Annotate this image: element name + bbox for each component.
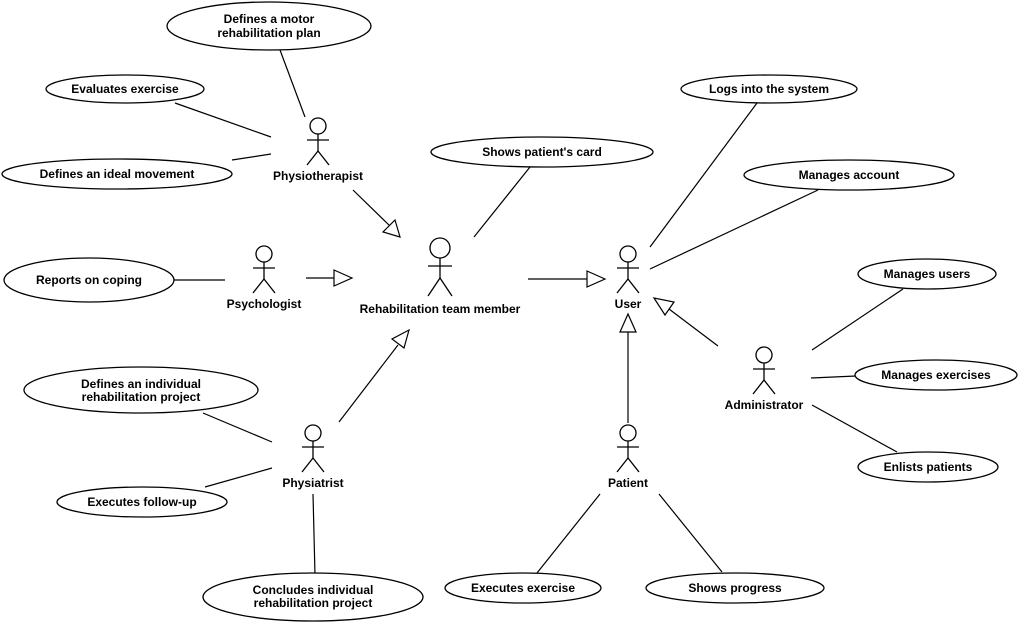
actor-physiotherapist-label: Physiotherapist (273, 169, 363, 183)
use-case-motor-plan[interactable]: Defines a motor rehabilitation plan (166, 1, 372, 51)
use-case-logs-in-label: Logs into the system (709, 82, 829, 96)
assoc-physiotherapist-motor-plan (279, 49, 306, 118)
use-case-patient-card[interactable]: Shows patient's card (430, 136, 654, 168)
use-case-concludes-project[interactable]: Concludes individual rehabilitation proj… (202, 572, 424, 622)
assoc-administrator-manages-users (811, 288, 904, 351)
use-case-shows-progress-label: Shows progress (688, 581, 782, 595)
use-case-manages-account-label: Manages account (799, 168, 900, 182)
use-case-motor-plan-label-line2: rehabilitation plan (217, 26, 320, 40)
actor-psychologist-label: Psychologist (227, 297, 302, 311)
stick-figure-icon (306, 117, 330, 166)
use-case-executes-exercise[interactable]: Executes exercise (444, 572, 602, 604)
generalization-patient-to-user (619, 312, 637, 423)
assoc-physiatrist-follow-up (204, 467, 273, 488)
use-case-concludes-project-label-line1: Concludes individual (253, 583, 374, 597)
use-case-individual-project-label-line1: Defines an individual (81, 377, 201, 391)
generalization-administrator-to-user (652, 297, 719, 347)
use-case-motor-plan-label-line1: Defines a motor (224, 12, 315, 26)
use-case-follow-up[interactable]: Executes follow-up (56, 486, 228, 518)
use-case-concludes-project-label-line2: rehabilitation project (254, 596, 373, 610)
actor-user-label: User (615, 297, 642, 311)
actor-team-member-label: Rehabilitation team member (360, 302, 521, 316)
use-case-executes-exercise-label: Executes exercise (471, 581, 575, 595)
actor-patient[interactable]: Patient (608, 424, 648, 490)
use-case-manages-exercises-label: Manages exercises (881, 368, 991, 382)
use-case-enlists-patients[interactable]: Enlists patients (857, 451, 999, 483)
assoc-user-logs-in (649, 102, 758, 248)
use-case-logs-in[interactable]: Logs into the system (680, 74, 858, 104)
generalization-team-member-to-user (528, 270, 607, 288)
stick-figure-icon (252, 245, 276, 294)
associations (174, 49, 904, 576)
generalization-physiatrist-to-team-member (338, 328, 410, 423)
actor-psychologist[interactable]: Psychologist (227, 245, 302, 311)
generalizations (306, 189, 719, 423)
actor-patient-label: Patient (608, 476, 648, 490)
actor-user[interactable]: User (615, 245, 642, 311)
assoc-team-member-patient-card (473, 166, 531, 238)
actor-physiotherapist[interactable]: Physiotherapist (273, 117, 363, 183)
assoc-user-manages-account (649, 189, 819, 270)
use-case-follow-up-label: Executes follow-up (87, 495, 196, 509)
assoc-administrator-manages-exercises (810, 375, 857, 379)
use-case-individual-project-label-line2: rehabilitation project (82, 390, 201, 404)
use-case-enlists-patients-label: Enlists patients (884, 460, 973, 474)
use-case-manages-account[interactable]: Manages account (743, 159, 955, 191)
assoc-physiatrist-individual-project (202, 412, 273, 443)
stick-figure-icon (301, 424, 325, 473)
actor-administrator-label: Administrator (725, 398, 804, 412)
generalization-psychologist-to-team-member (306, 269, 354, 287)
actor-physiatrist-label: Physiatrist (282, 476, 343, 490)
assoc-physiatrist-concludes-project (312, 493, 316, 576)
assoc-administrator-enlists-patients (811, 404, 898, 453)
stick-figure-icon (616, 424, 640, 473)
actor-administrator[interactable]: Administrator (725, 346, 804, 412)
stick-figure-icon (752, 346, 776, 395)
use-case-ideal-movement[interactable]: Defines an ideal movement (1, 158, 233, 190)
use-case-manages-exercises[interactable]: Manages exercises (854, 359, 1018, 391)
assoc-physiotherapist-evaluates-exercise (174, 102, 272, 138)
assoc-patient-executes-exercise (536, 493, 601, 574)
use-case-patient-card-label: Shows patient's card (482, 145, 602, 159)
use-case-reports-coping-label: Reports on coping (36, 273, 142, 287)
use-case-shows-progress[interactable]: Shows progress (645, 572, 825, 604)
generalization-physiotherapist-to-team-member (352, 189, 401, 238)
assoc-physiotherapist-ideal-movement (231, 153, 272, 161)
use-case-evaluates-exercise[interactable]: Evaluates exercise (45, 74, 205, 104)
actor-team-member[interactable]: Rehabilitation team member (360, 237, 521, 316)
use-case-ideal-movement-label: Defines an ideal movement (40, 167, 195, 181)
use-case-individual-project[interactable]: Defines an individual rehabilitation pro… (23, 366, 259, 414)
actor-physiatrist[interactable]: Physiatrist (282, 424, 344, 490)
use-case-reports-coping[interactable]: Reports on coping (3, 257, 175, 303)
stick-figure-icon (427, 237, 453, 297)
use-case-manages-users[interactable]: Manages users (857, 258, 997, 290)
assoc-patient-shows-progress (658, 493, 723, 573)
stick-figure-icon (616, 245, 640, 294)
use-case-manages-users-label: Manages users (884, 267, 971, 281)
use-case-evaluates-exercise-label: Evaluates exercise (71, 82, 179, 96)
